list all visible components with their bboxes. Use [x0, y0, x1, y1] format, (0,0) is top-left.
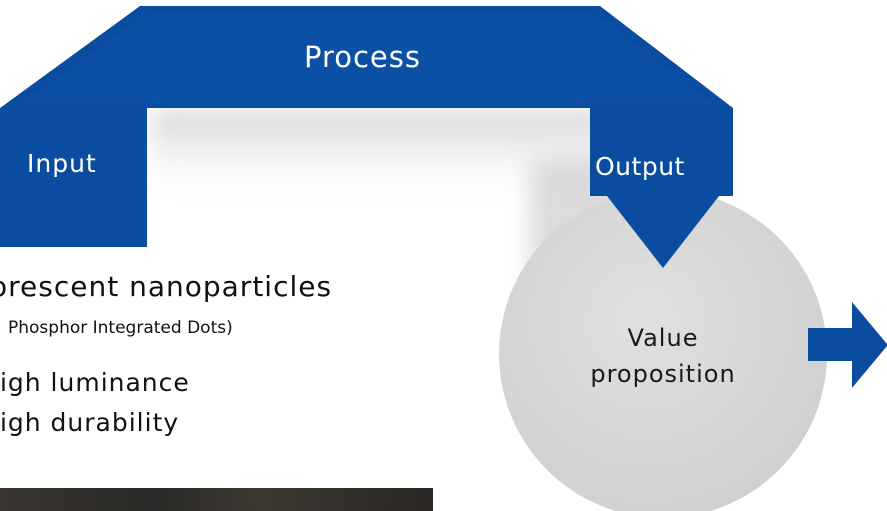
output-label: Output [595, 152, 685, 181]
nanoparticles-subtitle: Phosphor Integrated Dots) [8, 318, 233, 338]
next-arrow [808, 302, 887, 388]
process-arrow [0, 6, 733, 268]
value-proposition-label: Value proposition [545, 320, 781, 392]
feature-durability: ligh durability [0, 408, 180, 437]
process-label: Process [303, 40, 421, 74]
input-label: Input [27, 149, 97, 178]
value-label-line-1: Value [627, 324, 699, 352]
nanoparticles-title: orescent nanoparticles [0, 270, 333, 303]
value-label-line-2: proposition [590, 360, 736, 388]
process-band-highlight [20, 14, 715, 104]
microscopy-image [0, 488, 433, 511]
value-proposition-circle [499, 190, 827, 511]
feature-luminance: ligh luminance [0, 368, 190, 397]
